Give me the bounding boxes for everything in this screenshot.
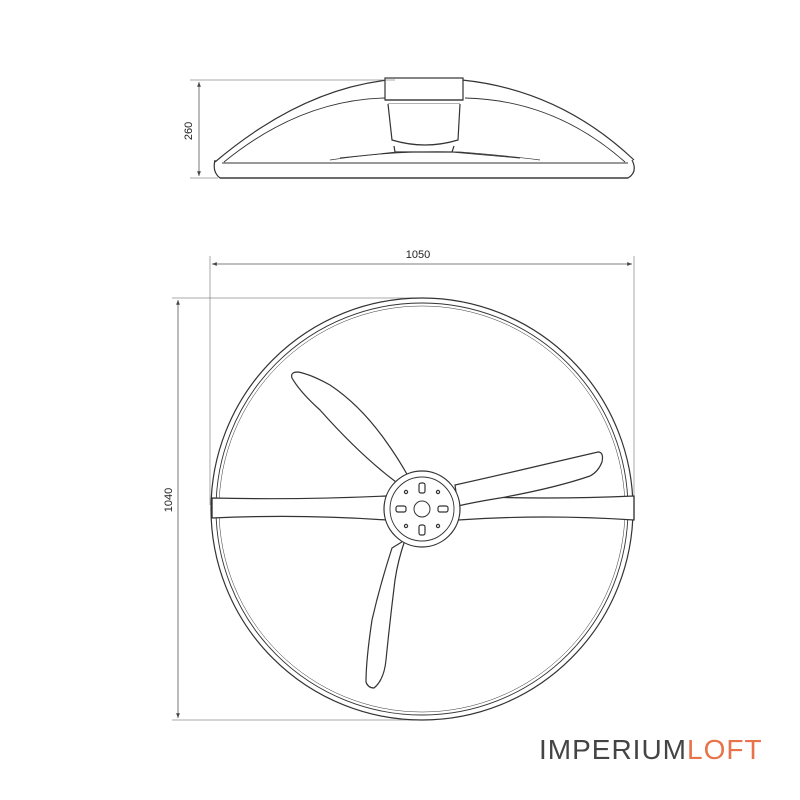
- side-dome-inner: [223, 97, 626, 163]
- brand-part2: LOFT: [687, 734, 763, 765]
- blade-lower-left: [365, 538, 407, 689]
- hub-outer: [383, 470, 461, 548]
- top-view: [210, 297, 635, 721]
- height-dimension-top: [172, 297, 420, 721]
- hub-center: [413, 500, 431, 518]
- side-motor-cap: [384, 77, 464, 101]
- blade-upper-left: [291, 371, 409, 483]
- side-view: [213, 77, 635, 179]
- width-dimension: [209, 256, 635, 505]
- side-motor-body: [387, 103, 461, 146]
- support-arm-left: [211, 495, 387, 521]
- top-height-label: 1040: [163, 488, 175, 512]
- blade-right: [454, 451, 604, 507]
- brand-part1: IMPERIUM: [539, 734, 687, 765]
- side-height-label: 260: [183, 122, 195, 140]
- hub-slot-top: [418, 482, 426, 494]
- brand-logo: IMPERIUMLOFT: [539, 734, 763, 766]
- width-label: 1050: [406, 249, 430, 261]
- hub-slot-left: [395, 505, 407, 513]
- hub-slot-right: [437, 505, 449, 513]
- hub-slot-bottom: [418, 524, 426, 536]
- height-dimension-side: [190, 79, 395, 179]
- hub-inner: [389, 476, 455, 542]
